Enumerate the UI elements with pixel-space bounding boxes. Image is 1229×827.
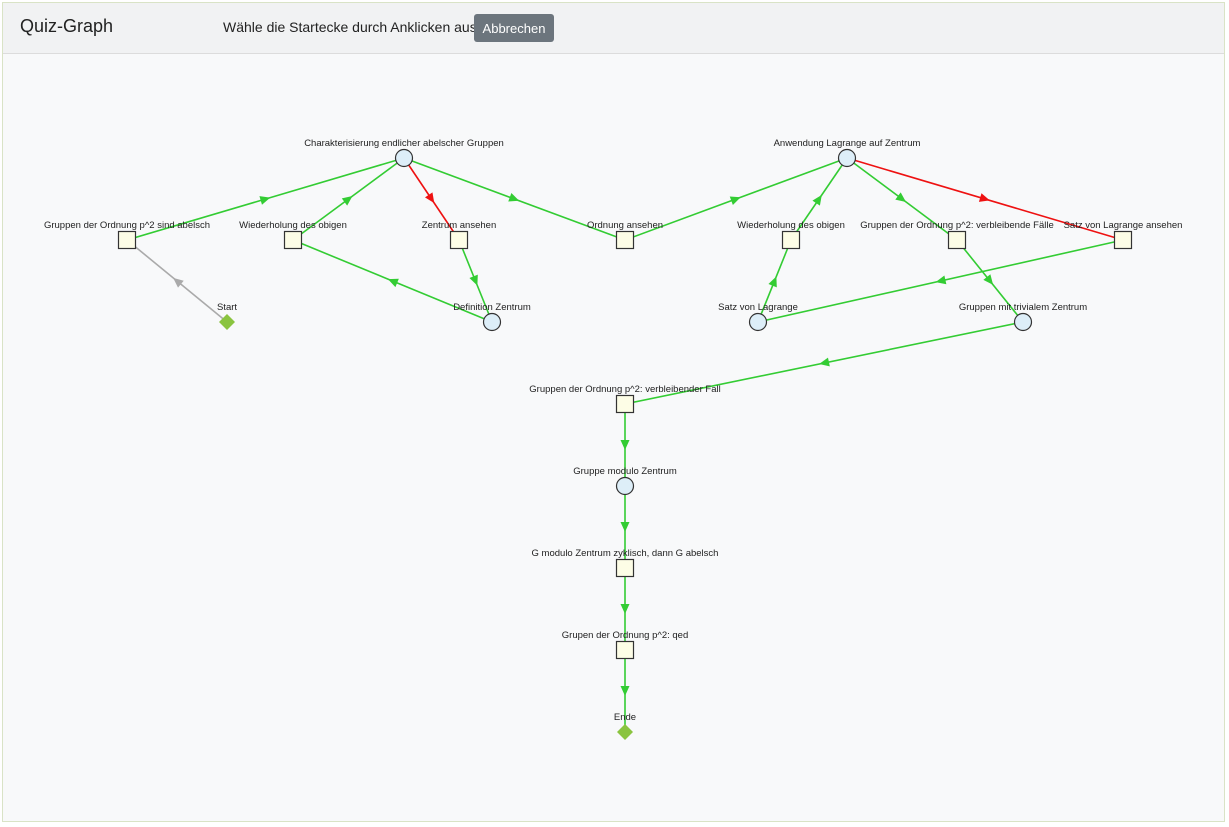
node-label: Gruppen der Ordnung p^2 sind abelsch bbox=[44, 220, 210, 231]
edge-arrow bbox=[983, 274, 994, 285]
node-label: Grupen der Ordnung p^2: qed bbox=[562, 630, 688, 641]
node-gruppen-p2-faelle[interactable] bbox=[947, 230, 967, 250]
edge-arrow bbox=[978, 193, 990, 202]
label-layer: Charakterisierung endlicher abelscher Gr… bbox=[44, 138, 1182, 723]
edge-arrow bbox=[620, 604, 630, 614]
node-label: Wiederholung des obigen bbox=[239, 220, 347, 231]
node-label: Gruppe modulo Zentrum bbox=[573, 466, 677, 477]
edge-layer bbox=[126, 157, 1124, 732]
edge-arrow bbox=[819, 357, 830, 367]
graph-svg: Charakterisierung endlicher abelscher Gr… bbox=[44, 138, 1182, 740]
node-label: Anwendung Lagrange auf Zentrum bbox=[774, 138, 921, 149]
node-label: Start bbox=[217, 302, 237, 313]
node-wiederholung2[interactable] bbox=[781, 230, 801, 250]
start-vertex-prompt: Wähle die Startecke durch Anklicken aus. bbox=[223, 19, 481, 35]
edge-arrow bbox=[768, 276, 777, 288]
node-modulo-zentrum[interactable] bbox=[615, 476, 635, 496]
edge-arrow bbox=[620, 686, 630, 696]
edge-arrow bbox=[424, 192, 435, 204]
node-layer bbox=[117, 148, 1133, 740]
node-wiederholung1[interactable] bbox=[283, 230, 303, 250]
node-label: G modulo Zentrum zyklisch, dann G abelsc… bbox=[532, 548, 719, 559]
edge-arrow bbox=[935, 275, 947, 285]
node-gruppen-p2-abelsch[interactable] bbox=[117, 230, 137, 250]
node-gruppen-qed[interactable] bbox=[615, 640, 635, 660]
edge-arrow bbox=[729, 196, 741, 205]
edge-arrow bbox=[620, 440, 630, 450]
node-label: Wiederholung des obigen bbox=[737, 220, 845, 231]
node-label: Charakterisierung endlicher abelscher Gr… bbox=[304, 138, 504, 149]
node-charakt[interactable] bbox=[394, 148, 414, 168]
edge-arrow bbox=[508, 193, 520, 202]
panel-header: Quiz-Graph Wähle die Startecke durch Ank… bbox=[3, 3, 1224, 54]
node-label: Ordnung ansehen bbox=[587, 220, 663, 231]
edge-arrow bbox=[259, 196, 271, 205]
node-lagrange-zentrum[interactable] bbox=[837, 148, 857, 168]
node-satz-lagrange-ansehen[interactable] bbox=[1113, 230, 1133, 250]
node-label: Satz von Lagrange ansehen bbox=[1064, 220, 1183, 231]
node-trivial-zentrum[interactable] bbox=[1013, 312, 1033, 332]
node-label: Zentrum ansehen bbox=[422, 220, 496, 231]
edge-arrow bbox=[341, 196, 353, 206]
node-zentrum-ansehen[interactable] bbox=[449, 230, 469, 250]
node-ende[interactable] bbox=[617, 724, 633, 740]
node-satz-lagrange[interactable] bbox=[748, 312, 768, 332]
edge-arrow bbox=[895, 192, 907, 202]
page-title: Quiz-Graph bbox=[20, 16, 114, 36]
edge-arrow bbox=[173, 277, 184, 288]
node-def-zentrum[interactable] bbox=[482, 312, 502, 332]
edge-arrow bbox=[620, 522, 630, 532]
graph-canvas: Charakterisierung endlicher abelscher Gr… bbox=[3, 54, 1224, 821]
edge-arrow bbox=[469, 274, 478, 286]
node-label: Gruppen mit trivialem Zentrum bbox=[959, 302, 1087, 313]
node-label: Gruppen der Ordnung p^2: verbleibender F… bbox=[529, 384, 720, 395]
node-label: Definition Zentrum bbox=[453, 302, 531, 313]
node-ordnung-ansehen[interactable] bbox=[615, 230, 635, 250]
edge-arrow bbox=[387, 278, 399, 288]
node-gruppen-p2-fall[interactable] bbox=[615, 394, 635, 414]
node-start[interactable] bbox=[219, 314, 235, 330]
node-label: Gruppen der Ordnung p^2: verbleibende Fä… bbox=[860, 220, 1054, 231]
cancel-button[interactable]: Abbrechen bbox=[474, 14, 554, 42]
node-label: Satz von Lagrange bbox=[718, 302, 798, 313]
edge-arrow bbox=[812, 194, 822, 206]
node-g-modulo[interactable] bbox=[615, 558, 635, 578]
node-label: Ende bbox=[614, 712, 636, 723]
